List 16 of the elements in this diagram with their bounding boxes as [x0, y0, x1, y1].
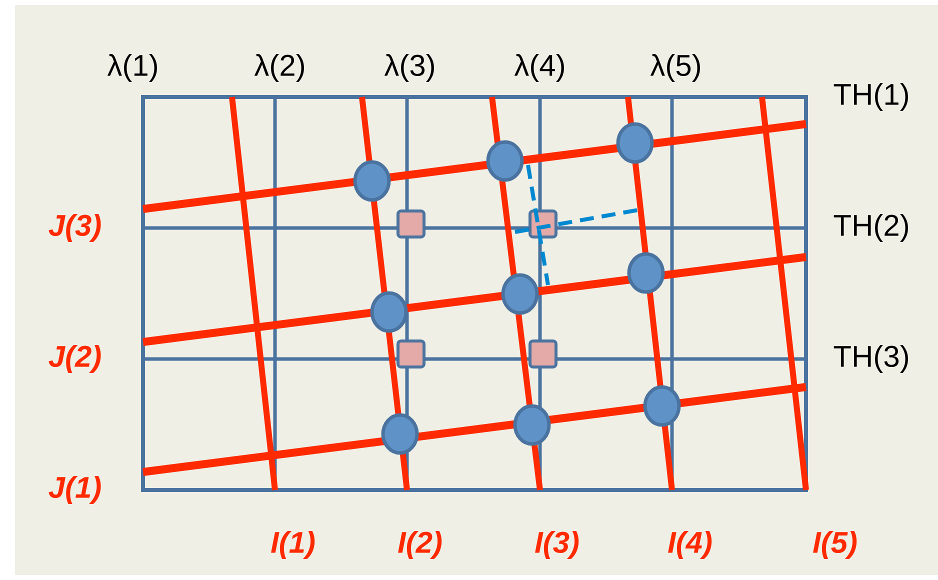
line-label: I(2): [398, 531, 442, 559]
line-label: I(3): [535, 531, 579, 559]
line-label: J(3): [48, 214, 101, 242]
axis-label: λ(1): [107, 54, 157, 82]
axis-label: TH(2): [834, 214, 908, 242]
axis-label: λ(2): [254, 54, 304, 82]
line-label: I(1): [271, 531, 315, 559]
line-label: I(5): [813, 531, 857, 559]
axis-label: λ(3): [384, 54, 434, 82]
axis-label: TH(1): [834, 83, 908, 111]
axis-label: λ(5): [650, 54, 700, 82]
axis-label: TH(3): [834, 345, 908, 373]
line-label: I(4): [668, 531, 712, 559]
line-label: J(1): [48, 476, 101, 504]
axis-label: λ(4): [514, 54, 564, 82]
line-label: J(2): [48, 345, 101, 373]
